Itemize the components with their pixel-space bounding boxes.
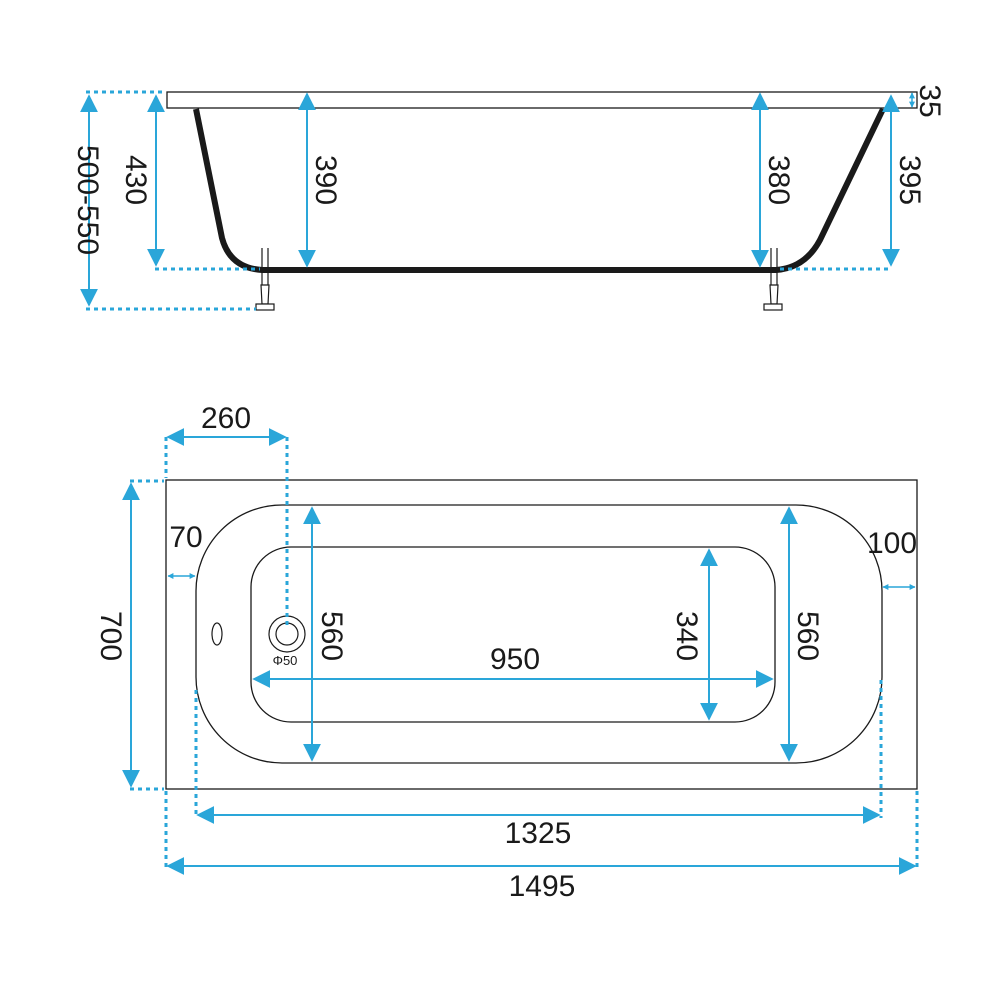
dim-inner-depth-left: 390 bbox=[309, 155, 342, 205]
tub-foot-right bbox=[763, 248, 783, 311]
dim-rim-thickness: 35 bbox=[913, 84, 946, 117]
dim-right-rim: 100 bbox=[867, 527, 917, 560]
tub-inner-basin bbox=[195, 504, 883, 764]
tub-outer-outline bbox=[165, 479, 918, 790]
dim-bottom-width: 340 bbox=[670, 611, 703, 661]
dim-right-inner-depth: 395 bbox=[893, 155, 926, 205]
dim-bottom-length: 950 bbox=[490, 643, 540, 676]
dim-drain-diameter: Φ50 bbox=[273, 653, 298, 668]
dim-overall-length: 1495 bbox=[509, 870, 576, 903]
drain-inner bbox=[275, 622, 299, 646]
overflow-hole bbox=[211, 622, 223, 646]
dim-total-height: 500-550 bbox=[71, 145, 104, 255]
tub-foot-left bbox=[255, 248, 275, 311]
side-view: 35 500-550 430 390 380 395 bbox=[71, 84, 946, 311]
side-dimensions bbox=[80, 90, 915, 311]
dim-inner-width-right: 560 bbox=[791, 611, 824, 661]
dim-inner-length: 1325 bbox=[505, 817, 572, 850]
dim-overall-width: 700 bbox=[94, 611, 127, 661]
dim-left-inner-depth: 430 bbox=[119, 155, 152, 205]
tub-basin-profile bbox=[193, 107, 886, 273]
dim-left-rim: 70 bbox=[169, 521, 202, 554]
dim-inner-width-left: 560 bbox=[315, 611, 348, 661]
top-view: 260 70 100 700 560 560 340 950 Φ50 1325 … bbox=[94, 402, 919, 903]
dim-drain-offset: 260 bbox=[201, 402, 251, 435]
tub-rim bbox=[166, 91, 918, 109]
top-dimensions bbox=[122, 428, 919, 875]
dim-inner-depth-right: 380 bbox=[762, 155, 795, 205]
tub-bottom-panel bbox=[250, 546, 776, 723]
